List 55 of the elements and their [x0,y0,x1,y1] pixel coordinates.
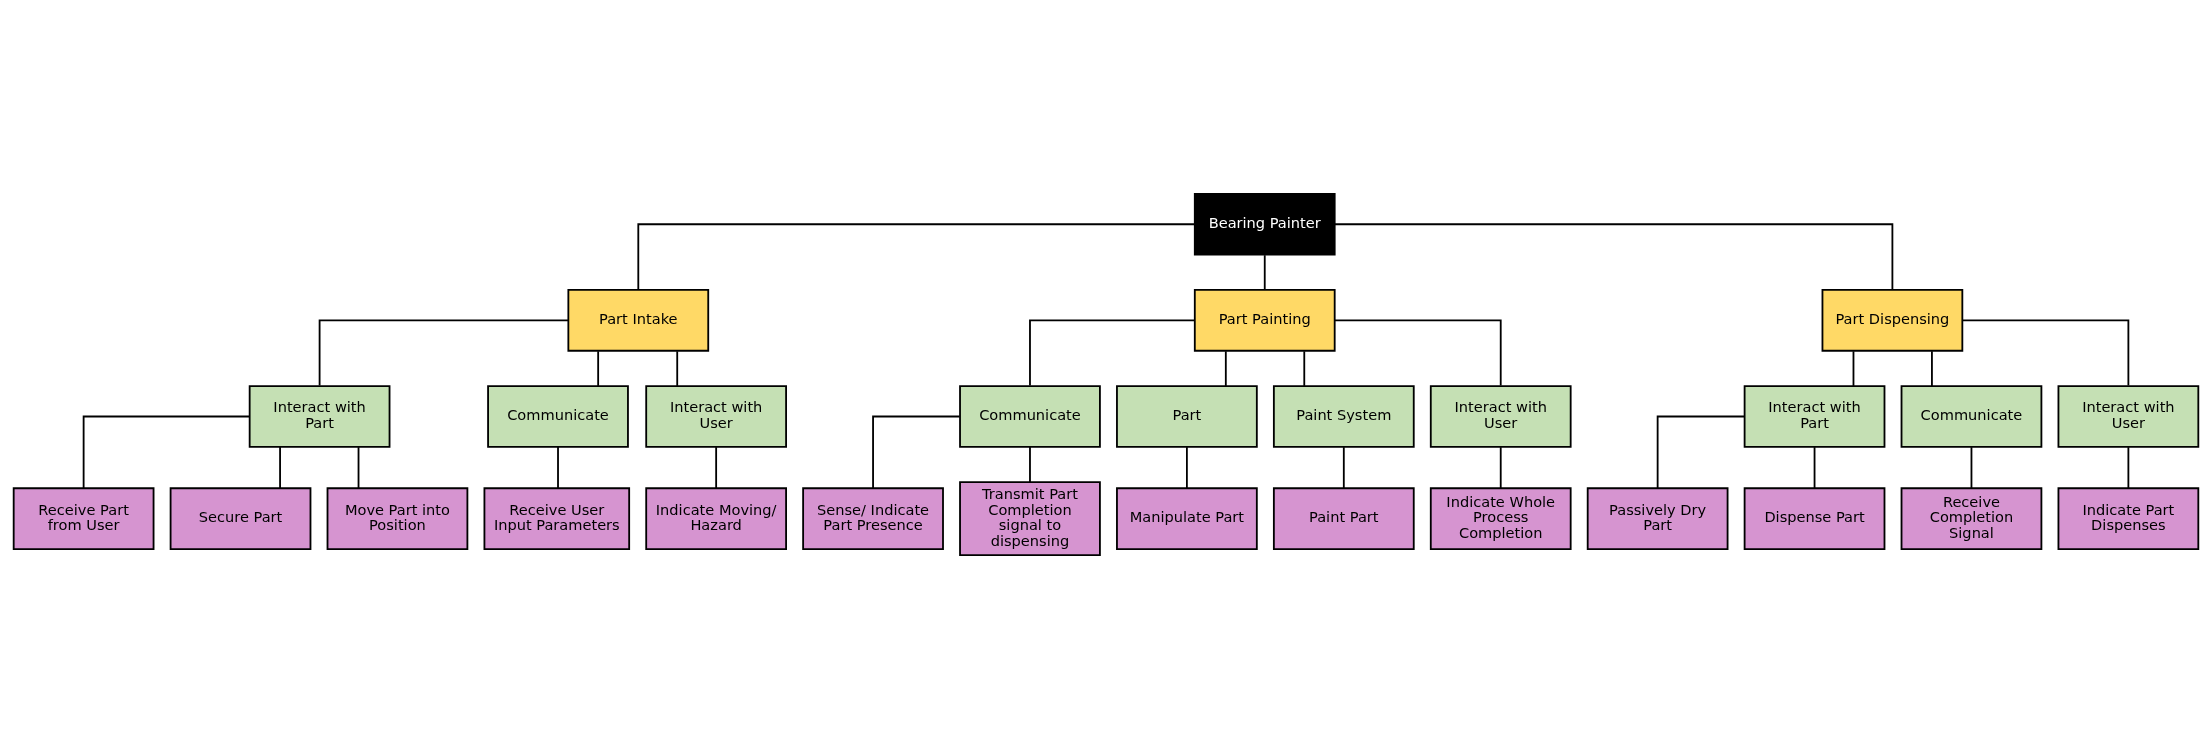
node-box: Dispense Part [1743,486,1886,550]
node-box: Secure Part [169,486,312,550]
connector [1303,349,1306,387]
node-box: Interact with User [645,384,787,448]
node-box: Bearing Painter [1193,192,1336,256]
node-box: Interact with Part [248,384,391,448]
node-box: Indicate Part Dispenses [2057,486,2200,550]
node-box: Paint System [1272,384,1415,448]
connector [279,445,281,489]
node-box: Interact with User [1429,384,1572,448]
connector [557,445,559,489]
node-box: Communicate [487,384,629,448]
connector [1852,349,1855,387]
connector [318,318,569,386]
node-box: Receive Part from User [12,486,155,550]
connector [1029,318,1196,386]
connector [1656,415,1746,489]
node-box: Part Intake [567,288,710,352]
connector [676,349,679,387]
node-box: Transmit Part Completion signal to dispensing [959,480,1101,556]
node-box: Paint Part [1272,486,1415,550]
node-box: Part [1116,384,1258,448]
connector [1186,445,1188,489]
connector [1499,445,1502,489]
connector [1931,349,1933,387]
connector [1961,318,2130,386]
connector [1334,318,1502,386]
node-box: Interact with User [2057,384,2200,448]
connector [1334,222,1894,290]
connector [1970,445,1973,489]
connector [597,349,600,387]
node-box: Receive Completion Signal [1900,486,2043,550]
node-box: Sense/ Indicate Part Presence [802,486,944,550]
node-box: Move Part into Position [326,486,469,550]
node-box: Communicate [1900,384,2043,448]
node-box: Part Painting [1193,288,1336,352]
node-box: Indicate Whole Process Completion [1429,486,1572,550]
connector [357,445,360,489]
connector [1813,445,1816,489]
connector [1342,445,1345,489]
connector [1029,445,1031,483]
node-box: Receive User Input Parameters [483,486,631,550]
connector [715,445,718,489]
connector [82,415,251,489]
node-box: Passively Dry Part [1586,486,1729,550]
connector [637,222,1196,290]
node-box: Interact with Part [1743,384,1886,448]
connector [1263,253,1266,291]
connector [872,415,961,489]
node-box: Manipulate Part [1116,486,1258,550]
node-box: Indicate Moving/ Hazard [645,486,787,550]
node-box: Communicate [959,384,1101,448]
connector [2127,445,2130,489]
node-box: Part Dispensing [1821,288,1964,352]
connector [1224,349,1227,387]
